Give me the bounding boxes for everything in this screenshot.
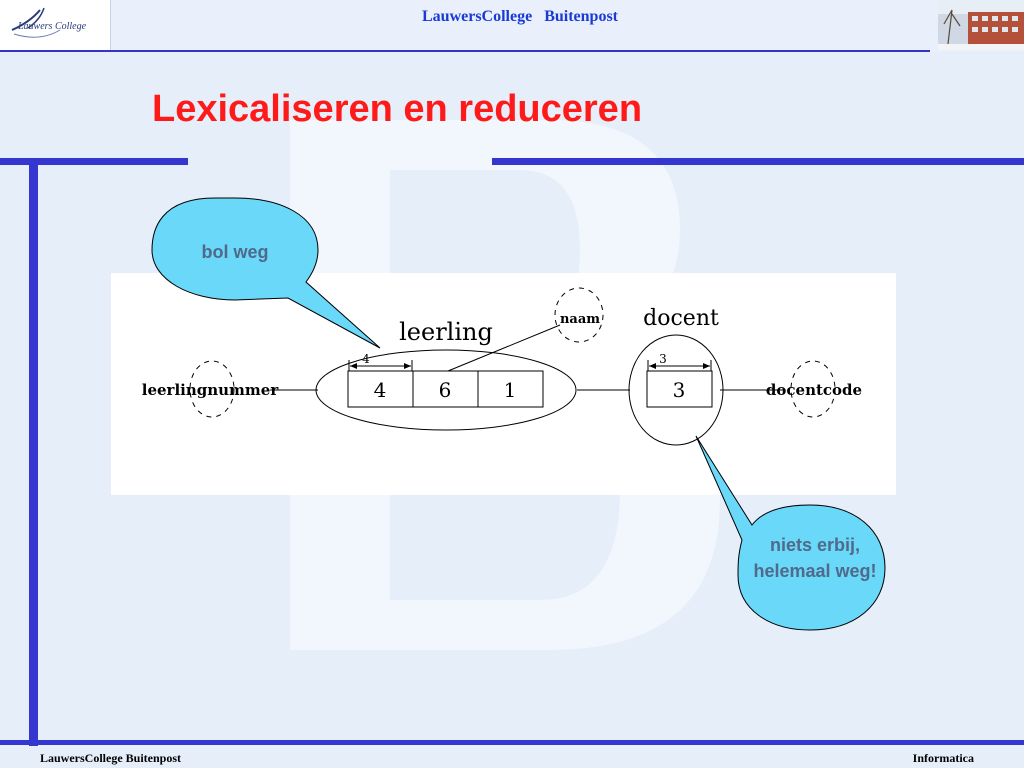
attr-circle-docentcode xyxy=(790,360,836,418)
frame-bar-top-right xyxy=(492,158,1024,165)
footer-school: LauwersCollege Buitenpost xyxy=(40,751,181,765)
footer-subject: Informatica xyxy=(912,751,974,765)
entity-docent-box xyxy=(646,370,713,408)
entity-docent-label: docent xyxy=(643,306,719,331)
leerling-length-label: 4 xyxy=(362,352,370,366)
leerling-cell-1: 4 xyxy=(374,378,387,402)
watermark-b xyxy=(290,120,720,650)
header-bar xyxy=(0,0,1024,52)
callout-bubble-2 xyxy=(695,435,886,631)
callout-text-2: niets erbij, helemaal weg! xyxy=(753,535,877,581)
entity-leerling-label: leerling xyxy=(399,318,493,346)
entity-docent-ellipse xyxy=(628,334,724,446)
entity-leerling-ellipse xyxy=(315,349,577,431)
entity-leerling-box xyxy=(347,370,544,408)
logo-text: Lauwers College xyxy=(18,21,87,32)
attr-naam: naam xyxy=(560,312,600,327)
header-title: LauwersCollege Buitenpost xyxy=(422,8,618,25)
school-building-photo xyxy=(938,0,1024,50)
connector-naam xyxy=(447,324,561,372)
header-divider xyxy=(0,50,930,52)
leerling-cell-2: 6 xyxy=(439,378,452,402)
attr-docentcode: docentcode xyxy=(766,381,862,399)
attr-circle-naam xyxy=(554,287,604,343)
frame-bar-top-left xyxy=(0,158,188,165)
frame-bar-left xyxy=(29,158,38,746)
school-logo: Lauwers College xyxy=(0,0,111,50)
leerling-cell-3: 1 xyxy=(504,378,517,402)
slide-title: Lexicaliseren en reduceren xyxy=(152,88,643,130)
callout-bubble-1 xyxy=(151,197,381,349)
attr-circle-leerlingnummer xyxy=(189,360,235,418)
docent-length-label: 3 xyxy=(659,352,667,366)
docent-cell-1: 3 xyxy=(673,378,686,402)
attr-leerlingnummer: leerlingnummer xyxy=(142,381,280,399)
callout-text-1: bol weg xyxy=(201,242,269,262)
frame-bar-bottom xyxy=(0,740,1024,745)
logo-swoosh-icon xyxy=(11,7,61,38)
